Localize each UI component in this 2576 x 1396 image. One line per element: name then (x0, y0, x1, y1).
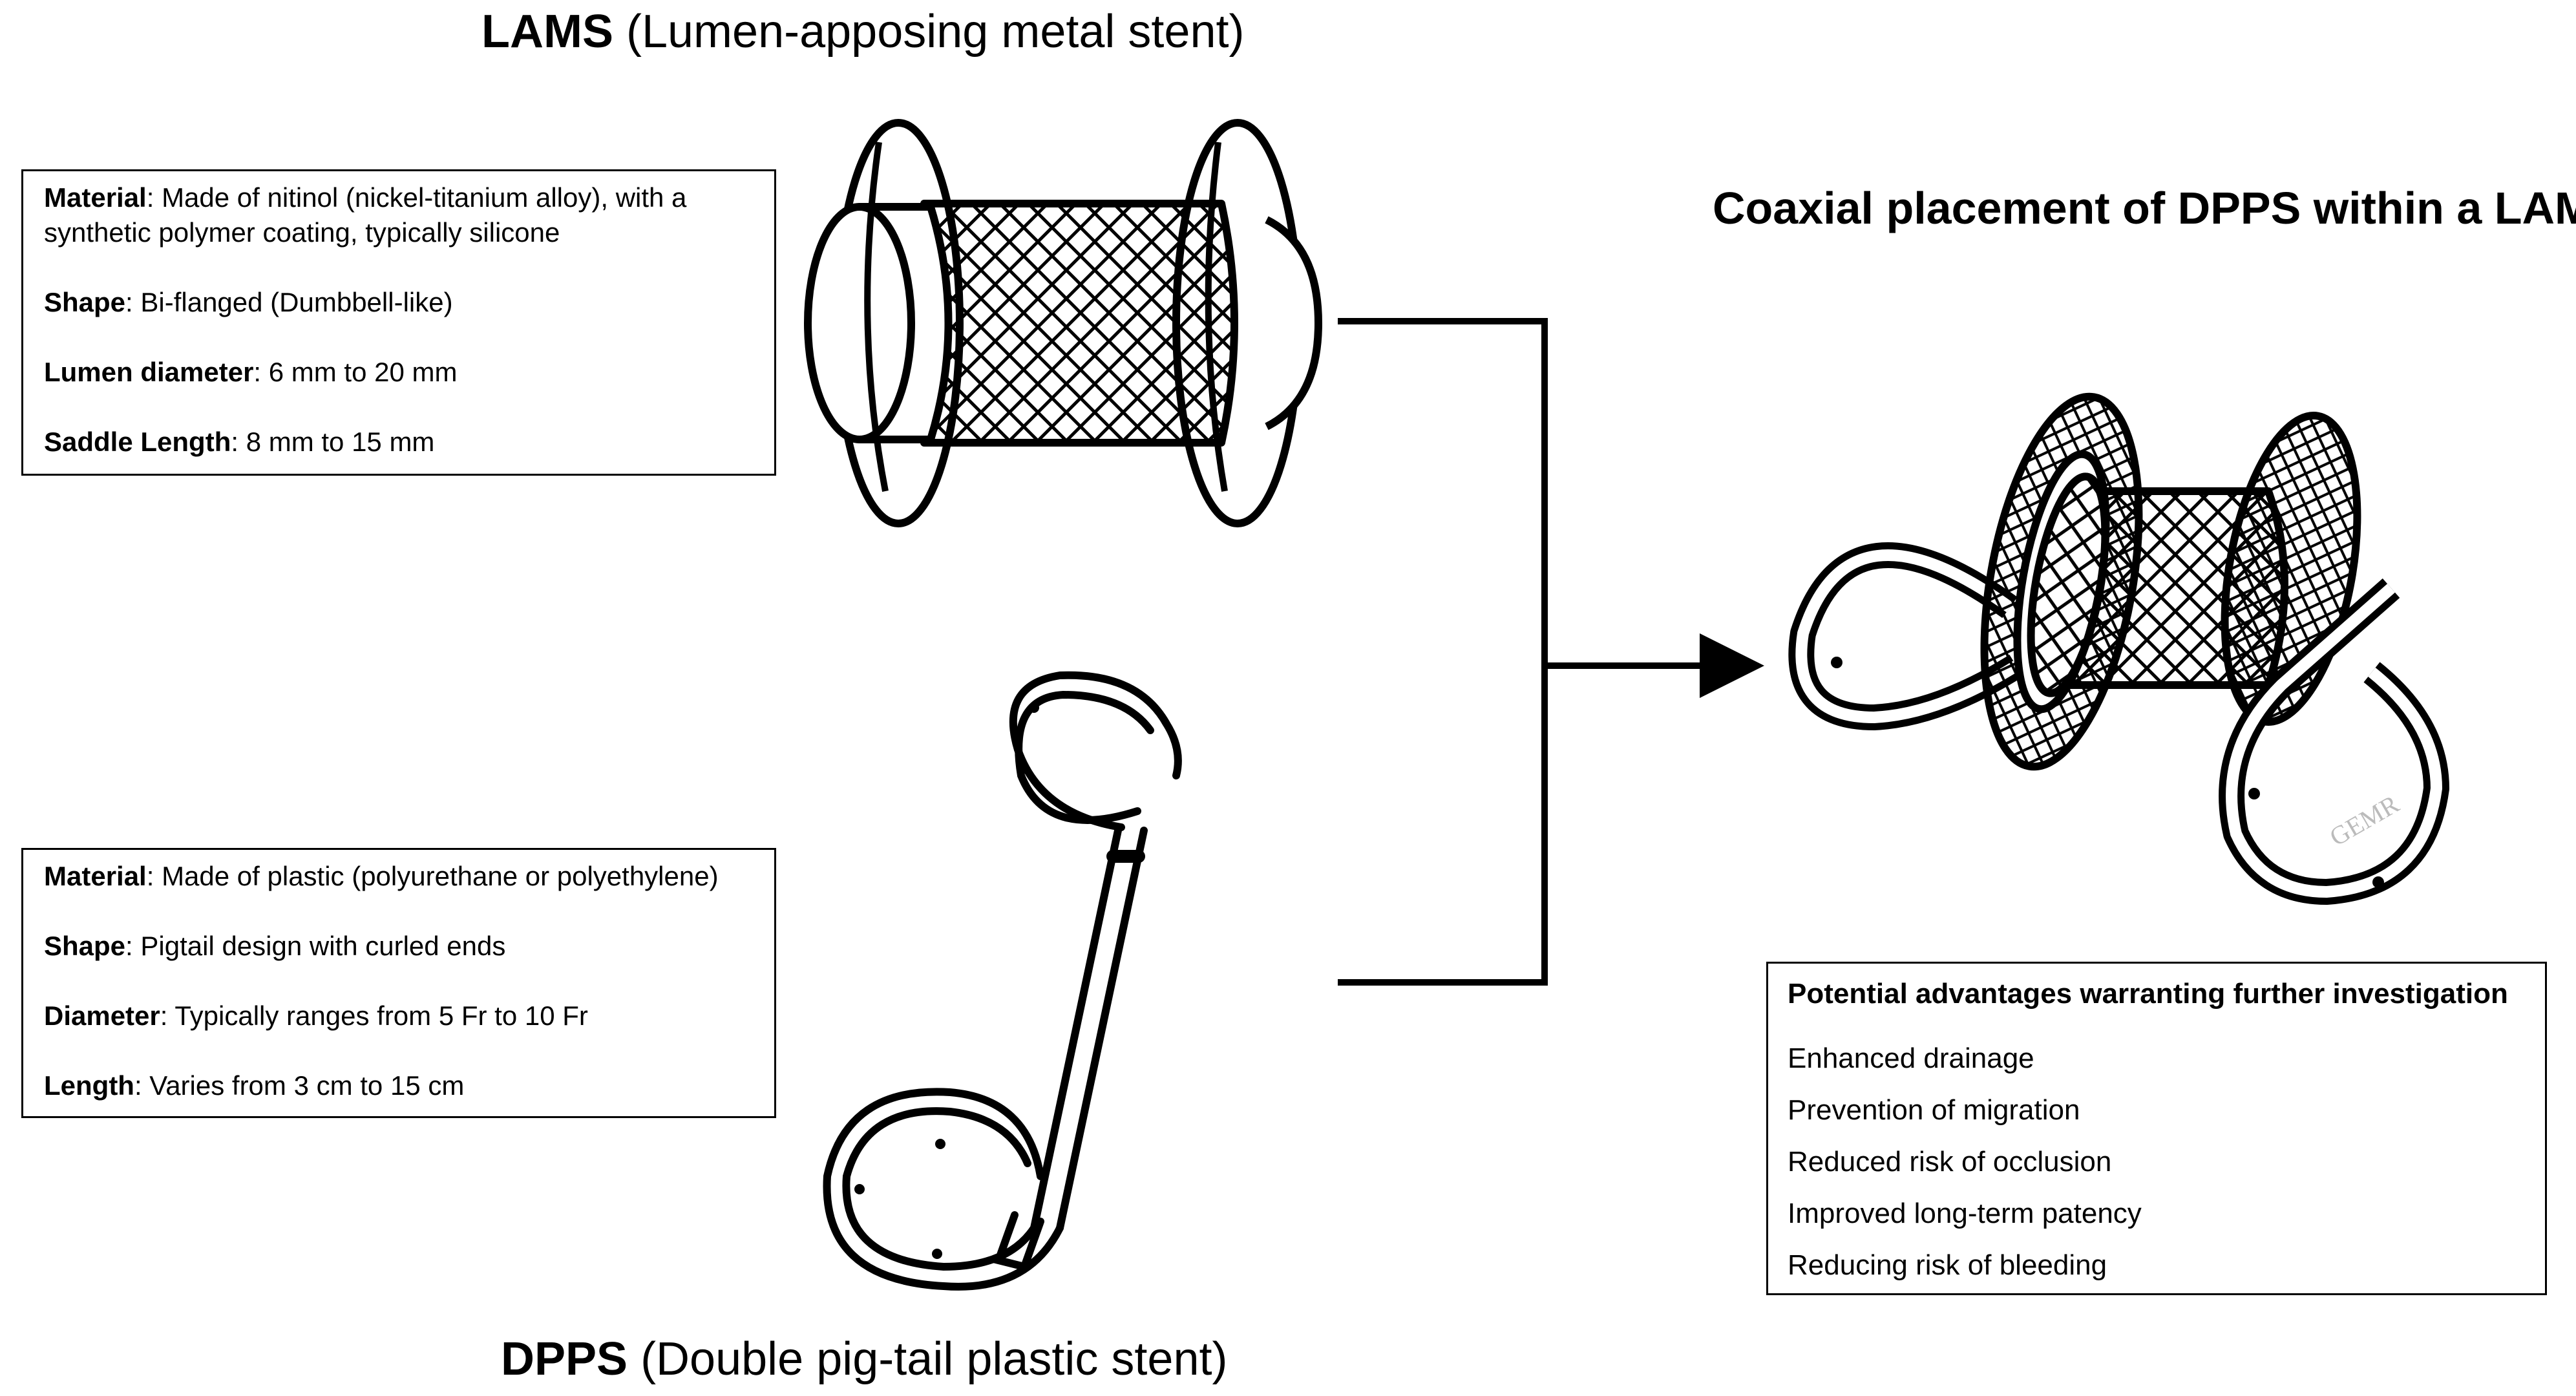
lams-title: LAMS (Lumen-apposing metal stent) (481, 5, 1244, 58)
dpps-material-row: Material: Made of plastic (polyurethane … (44, 859, 719, 894)
lams-lumen-row: Lumen diameter: 6 mm to 20 mm (44, 355, 457, 390)
spec-label: Material (44, 182, 147, 213)
lams-shape-row: Shape: Bi-flanged (Dumbbell-like) (44, 285, 453, 320)
lams-title-rest: (Lumen-apposing metal stent) (613, 6, 1245, 58)
spec-label: Saddle Length (44, 427, 231, 457)
lams-material-row: Material: Made of nitinol (nickel-titani… (44, 180, 686, 215)
dpps-title-bold: DPPS (501, 1333, 628, 1385)
advantages-box: Potential advantages warranting further … (1766, 962, 2547, 1295)
lams-material-row-continued: synthetic polymer coating, typically sil… (44, 215, 560, 250)
advantage-item: Reducing risk of bleeding (1788, 1249, 2107, 1281)
spec-value: : Made of nitinol (nickel-titanium alloy… (146, 182, 687, 213)
gemr-watermark: GEMR (2325, 789, 2404, 852)
spec-label: Diameter (44, 1000, 160, 1031)
dpps-spec-box: Material: Made of plastic (polyurethane … (21, 848, 776, 1118)
dpps-length-row: Length: Varies from 3 cm to 15 cm (44, 1068, 464, 1103)
spec-value: : Bi-flanged (Dumbbell-like) (125, 287, 453, 317)
spec-value: : Varies from 3 cm to 15 cm (134, 1070, 465, 1101)
lams-stent-illustration (804, 119, 1322, 527)
lams-saddle-row: Saddle Length: 8 mm to 15 mm (44, 425, 434, 460)
dpps-title: DPPS (Double pig-tail plastic stent) (501, 1333, 1227, 1386)
advantage-item: Enhanced drainage (1788, 1042, 2034, 1074)
lams-title-bold: LAMS (481, 6, 613, 58)
dpps-shape-row: Shape: Pigtail design with curled ends (44, 929, 505, 964)
dpps-diameter-row: Diameter: Typically ranges from 5 Fr to … (44, 999, 588, 1033)
advantage-item: Improved long-term patency (1788, 1198, 2142, 1229)
spec-label: Material (44, 861, 147, 891)
spec-label: Length (44, 1070, 134, 1101)
coaxial-stent-illustration (1788, 392, 2449, 905)
spec-value: : Typically ranges from 5 Fr to 10 Fr (160, 1000, 588, 1031)
spec-value: : Pigtail design with curled ends (125, 931, 506, 961)
lams-spec-box: Material: Made of nitinol (nickel-titani… (21, 169, 776, 476)
spec-label: Shape (44, 931, 126, 961)
spec-label: Shape (44, 287, 126, 317)
spec-value: synthetic polymer coating, typically sil… (44, 217, 560, 248)
spec-value: : 6 mm to 20 mm (253, 357, 458, 387)
advantages-header: Potential advantages warranting further … (1788, 978, 2508, 1010)
dpps-title-rest: (Double pig-tail plastic stent) (628, 1333, 1228, 1385)
advantage-item: Prevention of migration (1788, 1094, 2080, 1126)
coaxial-title: Coaxial placement of DPPS within a LAMS (1713, 183, 2576, 233)
merge-connector (1338, 318, 1764, 986)
spec-value: : Made of plastic (polyurethane or polye… (146, 861, 719, 891)
dpps-stent-illustration (823, 671, 1182, 1291)
spec-value: : 8 mm to 15 mm (231, 427, 435, 457)
advantage-item: Reduced risk of occlusion (1788, 1146, 2112, 1178)
spec-label: Lumen diameter (44, 357, 254, 387)
